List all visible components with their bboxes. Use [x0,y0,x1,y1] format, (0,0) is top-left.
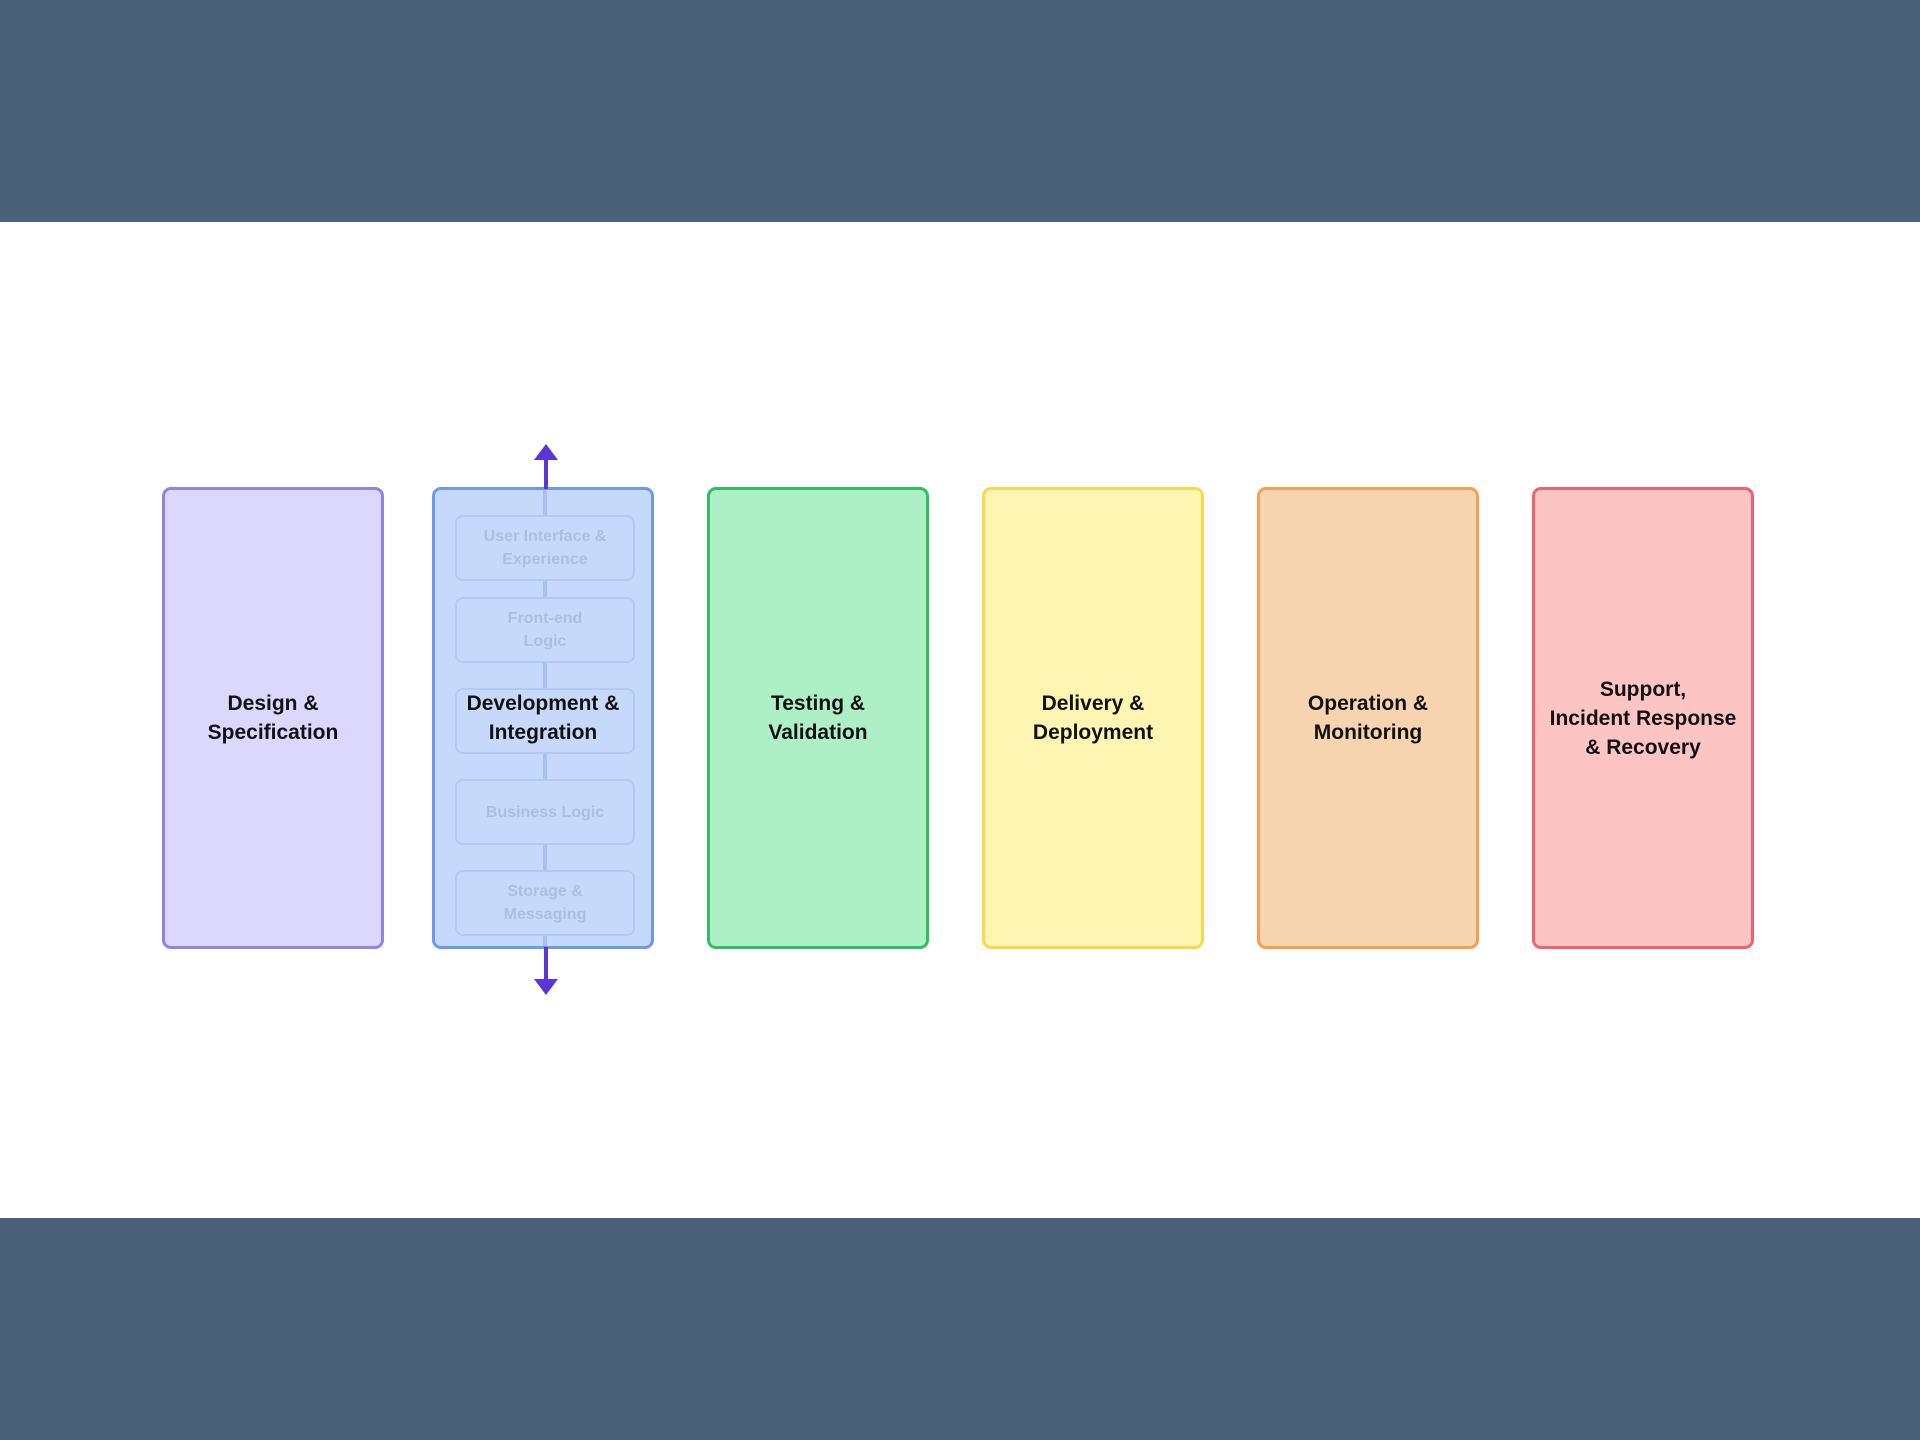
stage-support-incident-recovery[interactable]: Support, Incident Response & Recovery [1532,487,1754,949]
stage-operation-monitoring[interactable]: Operation & Monitoring [1257,487,1479,949]
stage-testing-validation[interactable]: Testing & Validation [707,487,929,949]
layer-front-end-logic: Front-end Logic [455,597,635,663]
stage-label: Delivery & Deployment [1032,692,1154,744]
stage-delivery-deployment[interactable]: Delivery & Deployment [982,487,1204,949]
stage-label: Testing & Validation [768,692,868,744]
layer-user-interface-experience: User Interface & Experience [455,515,635,581]
stage-label: Design & Specification [207,692,339,744]
layer-business-logic: Business Logic [455,779,635,845]
stage-development-integration[interactable]: User Interface & Experience Front-end Lo… [432,487,654,949]
stage-design-specification[interactable]: Design & Specification [162,487,384,949]
development-core-box [455,688,635,754]
bottom-frame-band [0,1218,1920,1440]
layer-storage-messaging: Storage & Messaging [455,870,635,936]
stage-label: Support, Incident Response & Recovery [1549,677,1737,759]
arrow-up-icon [534,444,558,489]
top-frame-band [0,0,1920,222]
stage-label: Development & Integration [466,692,620,744]
stage-label: Operation & Monitoring [1307,692,1429,744]
arrow-down-icon [534,947,558,995]
